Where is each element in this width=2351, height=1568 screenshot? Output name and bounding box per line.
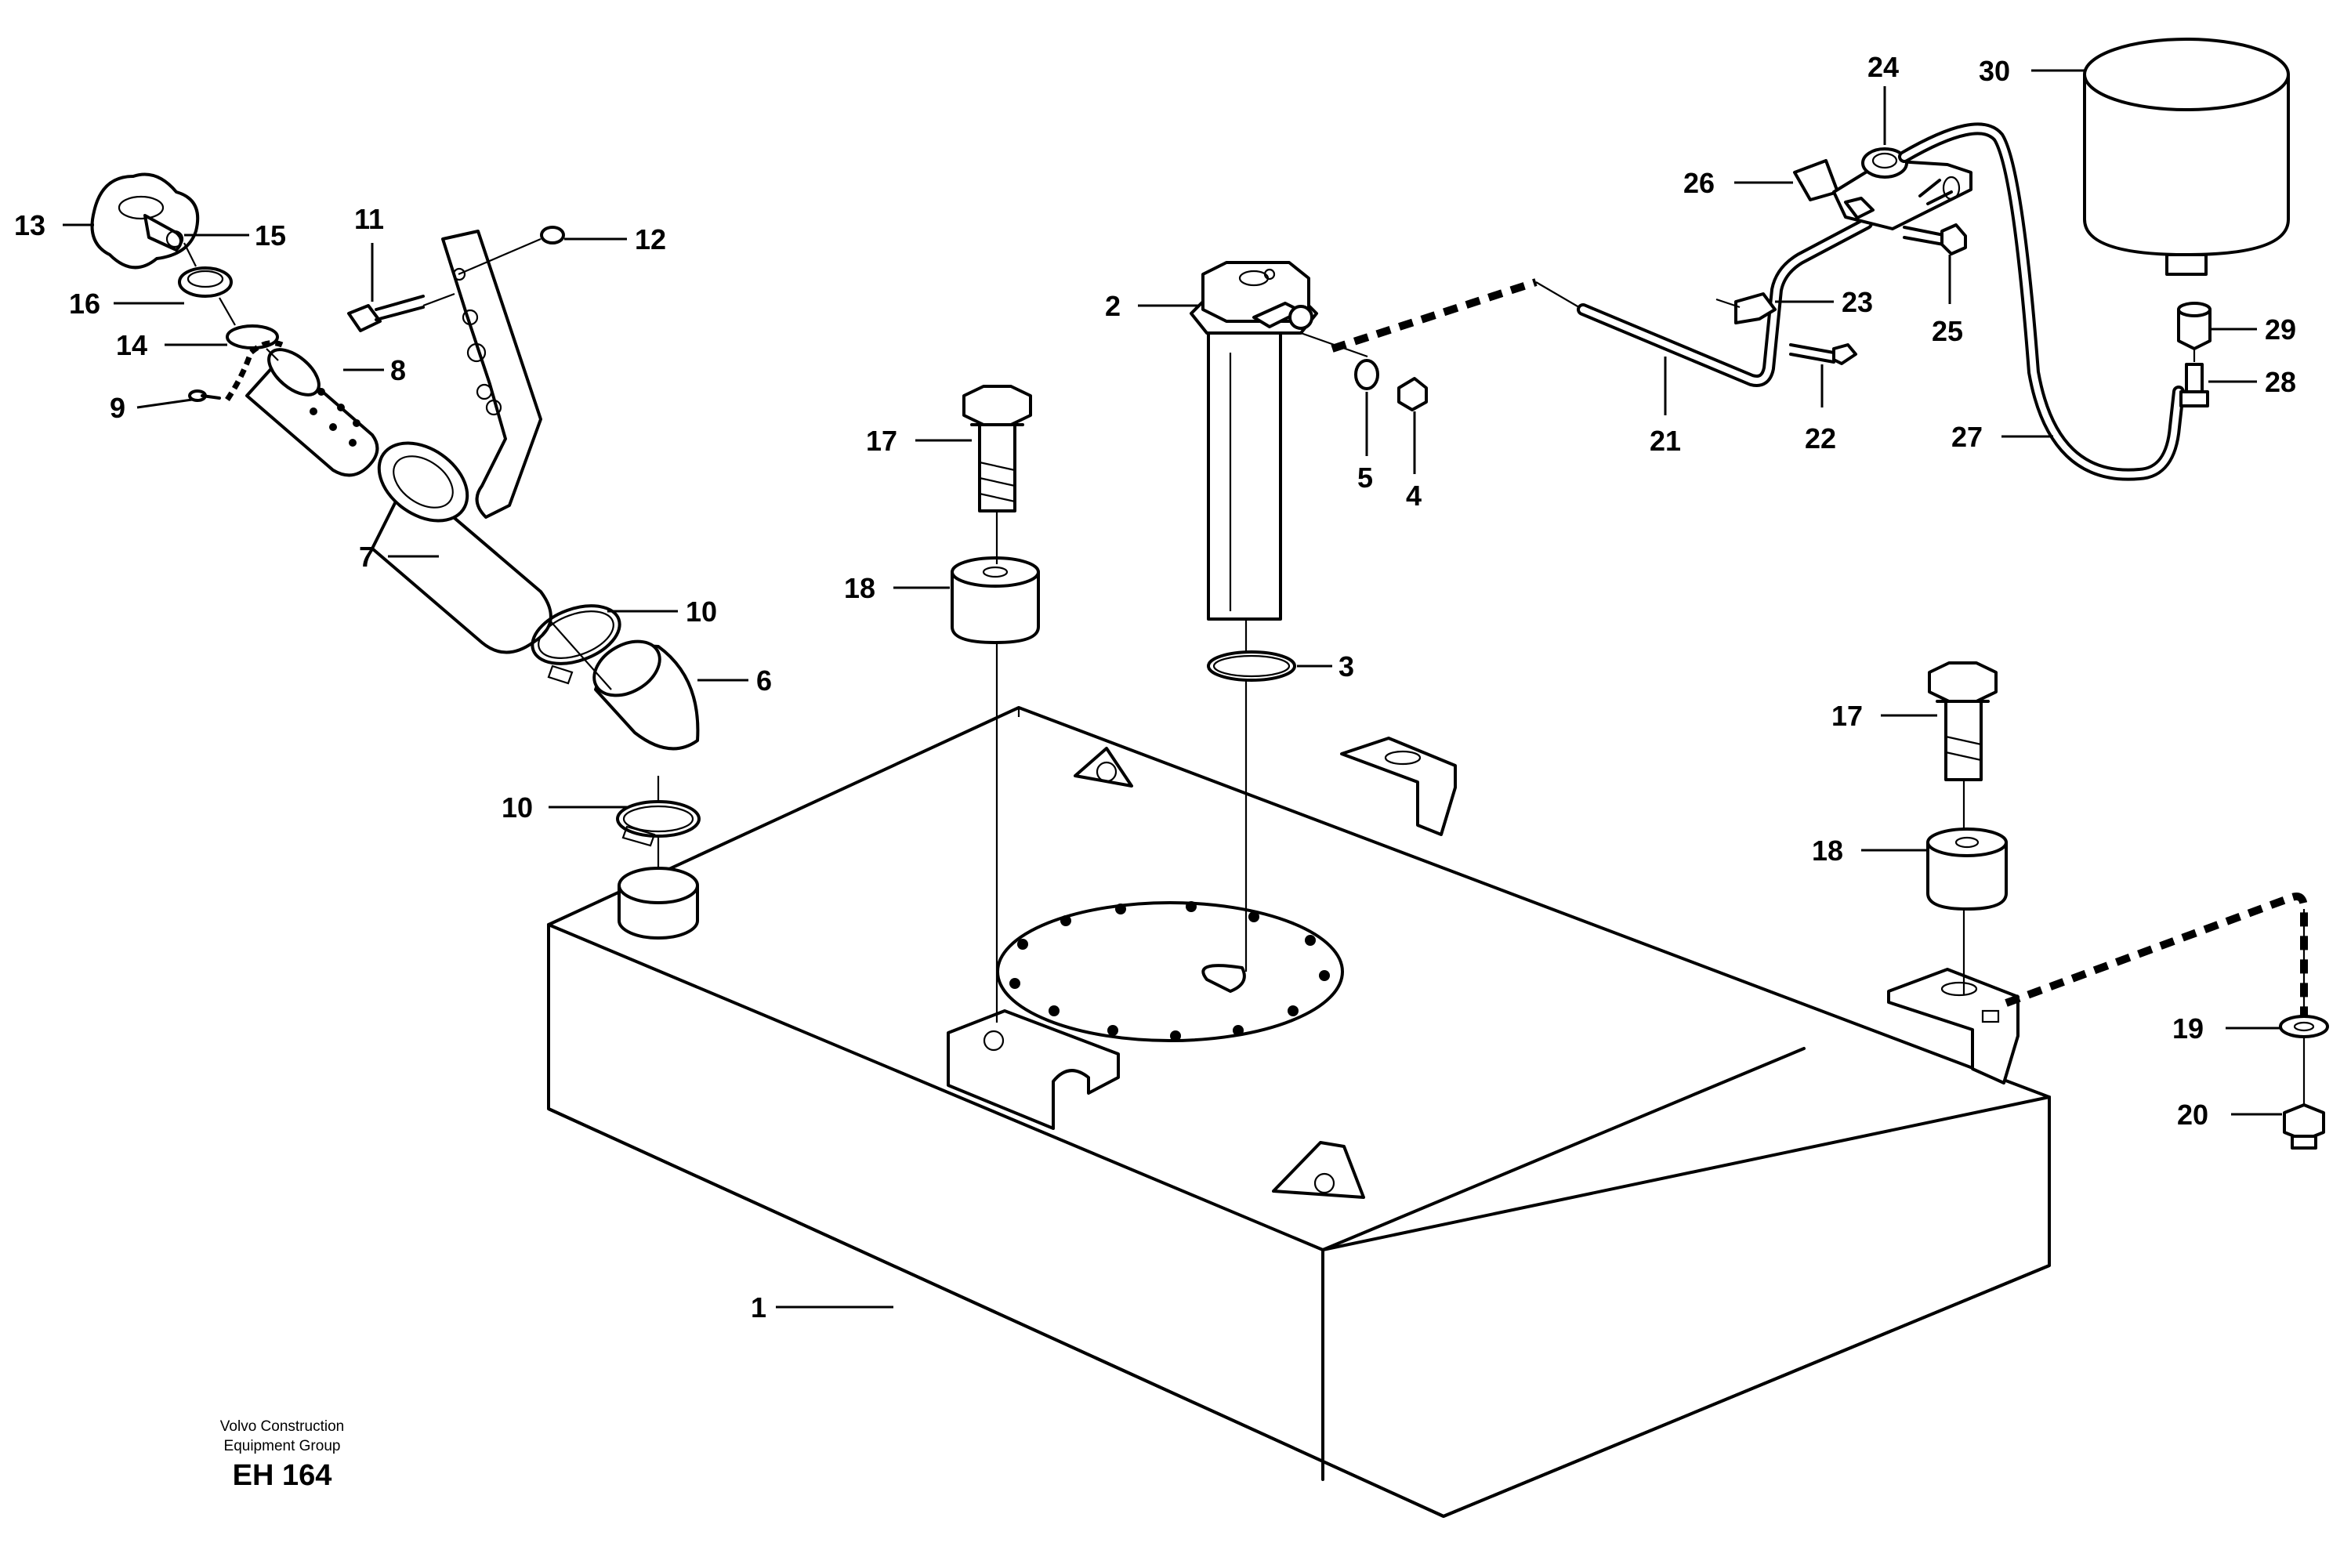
nut-20 <box>2283 1103 2325 1150</box>
hose-fitting <box>2185 363 2204 393</box>
strainer <box>245 355 379 477</box>
callout-18b: 18 <box>1812 835 1843 867</box>
front-mount-bracket <box>947 1009 1120 1130</box>
breather-assembly <box>1577 38 2290 481</box>
sender-bolt <box>1397 377 1428 411</box>
figure-code: EH 164 <box>232 1459 332 1492</box>
callout-21: 21 <box>1650 425 1681 457</box>
sender-washer <box>1354 359 1379 390</box>
callout-11: 11 <box>354 203 384 235</box>
mounting-bolt-right <box>1928 661 1998 781</box>
callout-24: 24 <box>1867 51 1899 83</box>
rubber-mount-right <box>1926 827 2008 911</box>
callout-4: 4 <box>1406 480 1422 512</box>
hose-clamp-small <box>1793 159 1839 201</box>
sender-o-ring <box>1207 650 1296 682</box>
filler-assembly <box>90 172 701 847</box>
callout-12: 12 <box>635 223 666 255</box>
callout-2: 2 <box>1105 290 1121 322</box>
inspection-cover <box>996 901 1344 1042</box>
cap-ring <box>178 266 233 298</box>
mounting-bolt-left <box>962 385 1032 512</box>
caption-company-line-2: Equipment Group <box>223 1438 341 1454</box>
callout-13: 13 <box>14 209 45 241</box>
callout-30: 30 <box>1979 55 2010 87</box>
caption-company-line-1: Volvo Construction <box>219 1418 345 1435</box>
pipe-clip <box>1734 292 1777 324</box>
callout-23: 23 <box>1842 286 1873 318</box>
filler-bracket <box>441 230 542 519</box>
callout-7: 7 <box>359 541 375 573</box>
fuel-tank <box>547 706 2051 1518</box>
rear-mount-bracket-left <box>1340 737 1457 836</box>
callout-8: 8 <box>390 354 406 386</box>
callout-19: 19 <box>2172 1012 2204 1045</box>
callout-17b: 17 <box>1831 700 1863 732</box>
figure-caption: Volvo Construction Equipment Group EH 16… <box>196 1417 368 1495</box>
callout-25: 25 <box>1932 315 1963 347</box>
callout-17a: 17 <box>866 425 897 457</box>
callout-14: 14 <box>116 329 147 361</box>
callout-29: 29 <box>2265 313 2296 346</box>
callout-1: 1 <box>751 1291 766 1324</box>
callout-5: 5 <box>1357 462 1373 494</box>
callout-9: 9 <box>110 392 125 424</box>
callout-labels: 1 2 3 4 5 6 7 8 9 10 10 11 12 13 14 15 1 <box>14 51 2296 1324</box>
rubber-mount-left <box>951 556 1040 644</box>
washer-19 <box>2279 1015 2329 1038</box>
callout-28: 28 <box>2265 366 2296 398</box>
bracket-bolt <box>347 295 425 332</box>
callout-16: 16 <box>69 288 100 320</box>
bracket-washer <box>540 226 565 244</box>
rear-mount-bracket-right <box>1887 968 2020 1085</box>
callout-18a: 18 <box>844 572 875 604</box>
fuel-level-sender <box>1190 261 1584 682</box>
callout-26: 26 <box>1683 167 1715 199</box>
callout-6: 6 <box>756 664 772 697</box>
callout-10a: 10 <box>686 596 717 628</box>
connector-bolt <box>1940 223 1967 255</box>
callout-20: 20 <box>2177 1099 2208 1131</box>
assembly-lines <box>183 237 2306 1105</box>
callout-3: 3 <box>1339 650 1354 683</box>
callout-10b: 10 <box>502 791 533 824</box>
callout-22: 22 <box>1805 422 1836 454</box>
lanyard-screw <box>188 340 284 402</box>
callout-27: 27 <box>1951 421 1983 453</box>
callout-15: 15 <box>255 219 286 252</box>
